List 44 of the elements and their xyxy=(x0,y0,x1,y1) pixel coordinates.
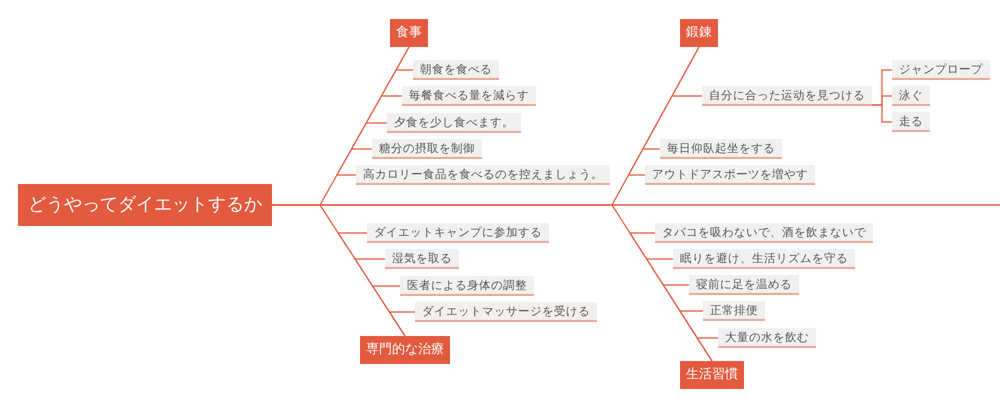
cause-box: 医者による身体の調整 xyxy=(400,276,534,296)
connector-line xyxy=(355,258,385,260)
connector-line xyxy=(872,104,892,123)
cause-box: 高カロリー食品を食べるのを控えましょう。 xyxy=(356,165,610,185)
category-box: 食事 xyxy=(390,19,428,47)
connector-line xyxy=(663,284,689,286)
cause-box: タバコを吸わないで、酒を飲まないで xyxy=(655,223,873,243)
cause-box: 毎日仰臥起坐をする xyxy=(660,139,782,159)
cause-box: アウトドアスポーツを増やす xyxy=(645,165,815,185)
category-box: 生活習慣 xyxy=(680,361,744,389)
connector-line xyxy=(366,122,387,124)
connector-line xyxy=(642,148,660,150)
cause-box: 大量の水を飲む xyxy=(718,328,816,348)
cause-box: 朝食を食べる xyxy=(413,60,499,80)
connector-line xyxy=(672,95,702,97)
connector-line xyxy=(372,285,400,287)
connector-line xyxy=(628,174,645,176)
connector-line xyxy=(381,95,402,97)
connector-line xyxy=(697,337,718,339)
connector-line xyxy=(680,310,703,312)
category-box: 専門的な治療 xyxy=(360,336,450,364)
connector-line xyxy=(338,232,367,234)
cause-box: 走る xyxy=(892,112,930,132)
cause-box: 毎餐食べる量を減らす xyxy=(402,86,536,106)
cause-box: 湿気を取る xyxy=(385,249,459,269)
connector-line xyxy=(646,258,673,260)
category-box: 鍛錬 xyxy=(680,19,718,47)
connector-line xyxy=(389,311,415,313)
title-box: どうやってダイエットするか xyxy=(18,184,272,226)
cause-box: 泳ぐ xyxy=(892,86,930,106)
cause-box: 夕食を少し食べます。 xyxy=(387,113,521,133)
cause-box: ダイエットマッサージを受ける xyxy=(415,302,597,322)
cause-box: 眠りを避け、生活リズムを守る xyxy=(673,249,855,269)
cause-box: 糖分の摂取を制御 xyxy=(372,139,482,159)
connector-line xyxy=(272,204,712,362)
cause-box: 自分に合った运动を見つける xyxy=(702,86,872,106)
connector-line xyxy=(396,69,413,71)
connector-line xyxy=(336,174,356,176)
cause-box: ジャンプロープ xyxy=(892,60,990,80)
connector-line xyxy=(630,232,655,234)
cause-box: 寝前に足を温める xyxy=(689,275,799,295)
cause-box: 正常排便 xyxy=(703,301,765,321)
cause-box: ダイエットキャンプに参加する xyxy=(367,223,549,243)
connector-line xyxy=(352,148,372,150)
